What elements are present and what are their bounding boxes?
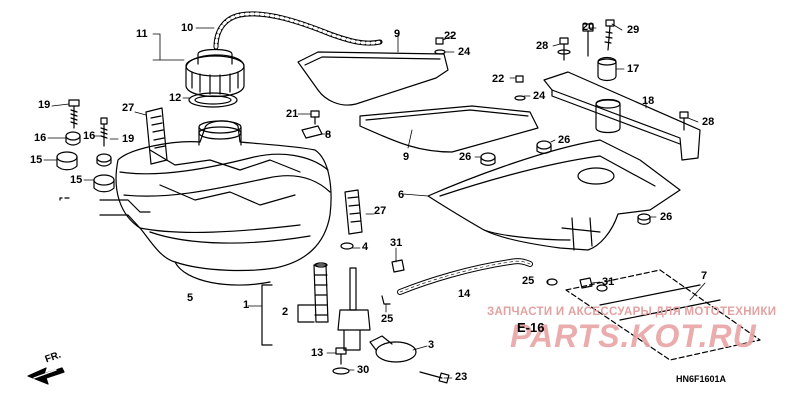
bolt-19-right	[100, 117, 108, 147]
bolt-13	[335, 347, 347, 365]
fuel-hose-14	[397, 258, 533, 295]
callout-1: 1	[243, 299, 250, 311]
callout-22-upper: 22	[444, 30, 457, 42]
bolt-28-right	[679, 111, 689, 131]
bolt-21	[310, 110, 320, 125]
callout-16-left: 16	[34, 132, 47, 144]
bolt-29	[604, 19, 615, 51]
callout-13: 13	[311, 347, 324, 359]
mount-rubber-15-right	[93, 174, 115, 193]
grommet-16-right	[96, 153, 112, 167]
section-reference: E-16	[517, 320, 545, 335]
strap-27-lower	[344, 189, 363, 235]
fuel-tank	[99, 120, 332, 286]
strap-27-upper	[145, 107, 168, 165]
breather-tube	[213, 11, 383, 50]
bolts-22-24-middle	[514, 75, 526, 101]
callout-2: 2	[282, 306, 289, 318]
grommet-26-a	[480, 152, 496, 166]
bolt-19-left	[68, 99, 80, 129]
leader-lines	[43, 23, 706, 379]
callout-19-left: 19	[38, 99, 51, 111]
diagram-code: HN6F1601A	[676, 374, 727, 384]
under-tray-6	[427, 139, 681, 251]
callout-17: 17	[627, 63, 640, 75]
callout-20: 20	[582, 21, 595, 33]
callout-28-left: 28	[536, 40, 549, 52]
callout-22-middle: 22	[492, 73, 505, 85]
callout-26-a: 26	[459, 151, 472, 163]
callout-6: 6	[398, 189, 405, 201]
watermark-text: ЗАПЧАСТИ И АКСЕССУАРЫ ДЛЯ МОТОТЕХНИКИ	[487, 306, 777, 318]
bolt-28-left	[557, 37, 571, 61]
callout-29: 29	[627, 24, 640, 36]
callout-15-right: 15	[70, 174, 83, 186]
valve-lever-3	[369, 335, 417, 363]
bracket-1	[261, 284, 273, 346]
callout-3: 3	[428, 339, 435, 351]
clip-8	[301, 125, 323, 139]
callout-11: 11	[136, 28, 148, 40]
bolt-23	[419, 371, 450, 384]
callout-16-right: 16	[83, 130, 96, 142]
clip-31-lower	[579, 277, 593, 289]
washer-30	[332, 367, 350, 375]
fuel-strainer-2	[313, 262, 329, 323]
fuel-cap	[185, 48, 245, 98]
front-arrow-icon	[27, 367, 65, 385]
skid-plate-7	[565, 269, 761, 361]
fuel-cap-gasket	[188, 92, 238, 108]
bracket-18	[543, 71, 701, 161]
callout-27-lower: 27	[374, 205, 387, 217]
callout-26-c: 26	[660, 211, 673, 223]
grommet-26-c	[637, 213, 651, 225]
grommet-16-left	[65, 131, 81, 146]
fuel-valve	[337, 267, 371, 351]
callout-24-upper: 24	[458, 46, 471, 58]
callout-27-upper: 27	[122, 102, 135, 114]
callout-31-lower: 31	[602, 276, 615, 288]
clamp-25-right	[546, 278, 558, 286]
callout-31-upper: 31	[390, 237, 403, 249]
callout-21: 21	[286, 108, 299, 120]
callout-7: 7	[701, 270, 708, 282]
callout-19-right: 19	[122, 133, 135, 145]
grommet-26-b	[536, 140, 552, 154]
callout-10: 10	[181, 22, 194, 34]
callout-4: 4	[362, 241, 369, 253]
callout-12: 12	[169, 92, 182, 104]
bracket-2	[297, 304, 315, 323]
callout-15-left: 15	[30, 154, 43, 166]
callout-9-lower: 9	[403, 151, 410, 163]
callout-23: 23	[455, 371, 468, 383]
callout-14: 14	[458, 288, 471, 300]
bolts-22-24-upper	[434, 37, 446, 55]
cover-9-lower	[359, 105, 539, 153]
callout-25-left: 25	[381, 313, 394, 325]
callout-8: 8	[325, 129, 332, 141]
clamp-25-left	[381, 295, 391, 305]
callout-9-upper: 9	[394, 28, 401, 40]
callout-25-right: 25	[522, 275, 535, 287]
watermark-logo: PARTS.KOT.RU	[510, 318, 757, 354]
callout-5: 5	[187, 292, 194, 304]
washer-4	[340, 242, 354, 250]
cover-9-upper	[297, 51, 449, 106]
callout-18: 18	[642, 95, 655, 107]
callout-30: 30	[357, 364, 370, 376]
callout-24-middle: 24	[533, 90, 546, 102]
rubber-17	[597, 56, 617, 82]
mount-rubber-15-left	[56, 151, 78, 171]
callout-28-right: 28	[702, 116, 715, 128]
clip-31-upper	[391, 259, 405, 273]
callout-26-b: 26	[558, 134, 571, 146]
bolt-20	[582, 23, 594, 57]
